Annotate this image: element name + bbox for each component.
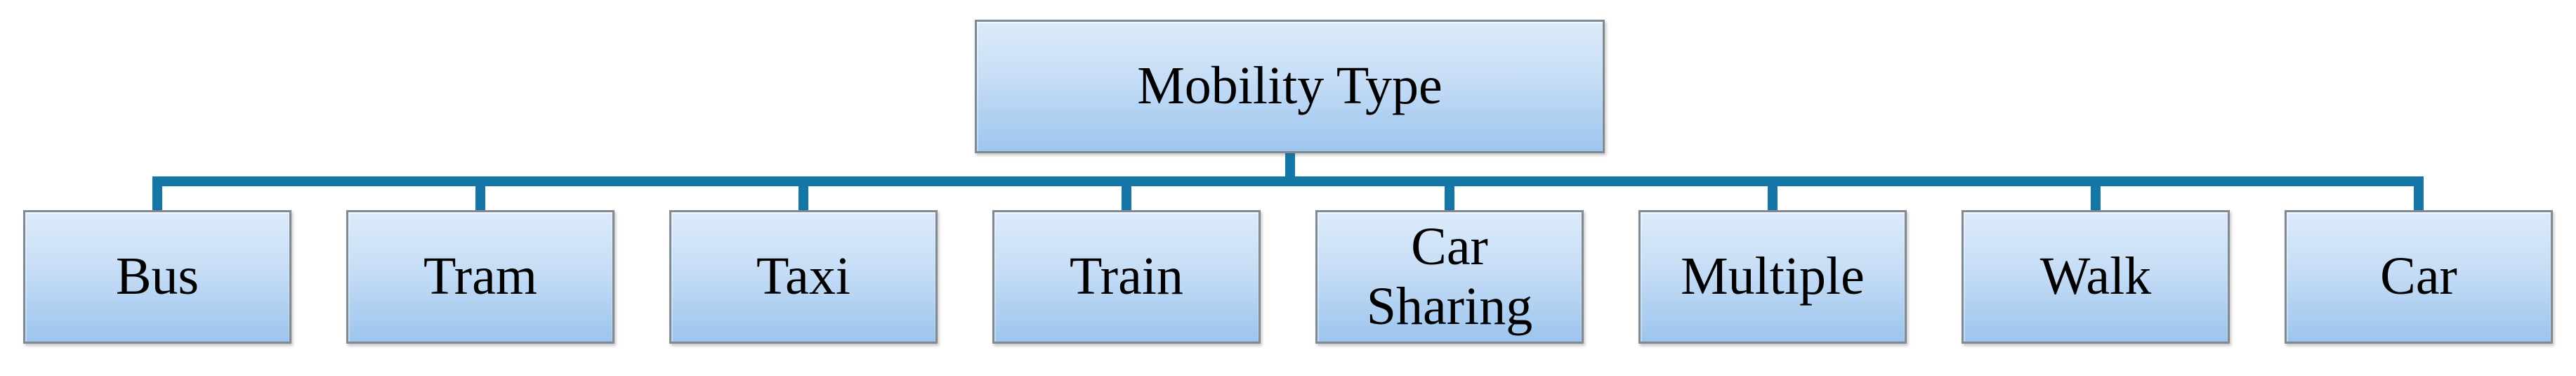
connector-stub-tram bbox=[475, 181, 485, 210]
node-label: Car bbox=[2380, 247, 2457, 306]
connector-stub-car-sharing bbox=[1445, 181, 1454, 210]
node-bus: Bus bbox=[23, 210, 291, 344]
node-multiple: Multiple bbox=[1638, 210, 1907, 344]
connector-root-stub bbox=[1285, 153, 1295, 186]
node-label: Walk bbox=[2039, 247, 2152, 306]
node-label: Multiple bbox=[1681, 247, 1865, 306]
node-label: Taxi bbox=[756, 247, 850, 306]
node-train: Train bbox=[992, 210, 1261, 344]
node-walk: Walk bbox=[1961, 210, 2230, 344]
node-car: Car bbox=[2285, 210, 2553, 344]
node-label: Car Sharing bbox=[1366, 216, 1533, 336]
node-taxi: Taxi bbox=[669, 210, 938, 344]
node-label: Bus bbox=[115, 247, 199, 306]
node-tram: Tram bbox=[346, 210, 615, 344]
connector-stub-car bbox=[2414, 181, 2424, 210]
connector-stub-bus bbox=[152, 181, 162, 210]
node-mobility-type: Mobility Type bbox=[975, 20, 1605, 153]
node-label: Mobility Type bbox=[1137, 56, 1443, 116]
connector-stub-taxi bbox=[799, 181, 808, 210]
connector-stub-train bbox=[1122, 181, 1131, 210]
connector-stub-multiple bbox=[1768, 181, 1777, 210]
node-label: Train bbox=[1070, 247, 1183, 306]
node-car-sharing: Car Sharing bbox=[1315, 210, 1584, 344]
connector-stub-walk bbox=[2091, 181, 2101, 210]
node-label: Tram bbox=[423, 247, 537, 306]
